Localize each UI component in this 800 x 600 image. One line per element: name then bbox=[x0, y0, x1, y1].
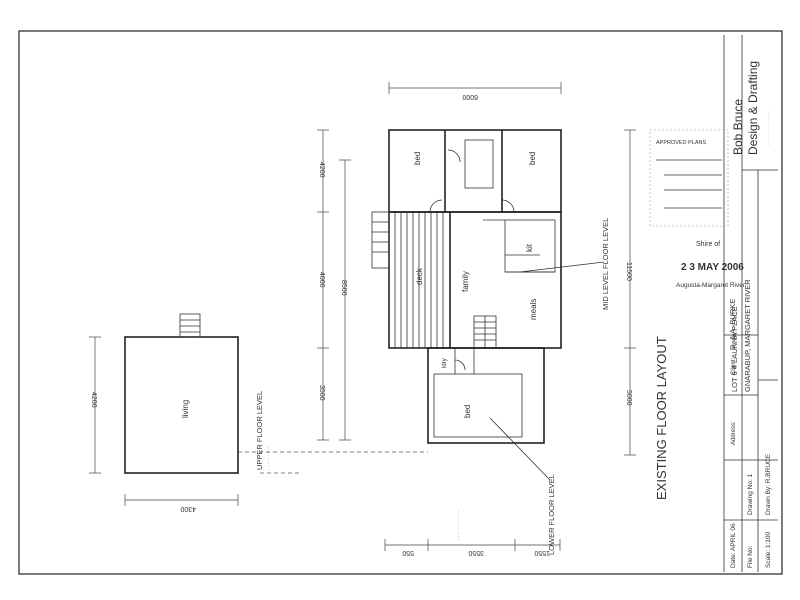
dim-right-lower: 5000 bbox=[625, 390, 632, 406]
room-bed-right: bed bbox=[528, 152, 537, 165]
room-living: living bbox=[181, 400, 190, 418]
room-deck: deck bbox=[415, 267, 424, 285]
deck-stairs bbox=[371, 211, 390, 269]
drawn-by-label: Drawn By: R.BRUCE bbox=[765, 453, 772, 515]
stamp-town: Augusta-Margaret River bbox=[676, 282, 746, 289]
level-lower: LOWER FLOOR LEVEL bbox=[547, 474, 556, 555]
dim-top-width: 6000 bbox=[462, 93, 478, 100]
lower-level-outline bbox=[427, 347, 545, 444]
scale-label: Scale: 1:100 bbox=[765, 531, 772, 568]
title-block: Bob Bruce Design & Drafting · · · · · · … bbox=[723, 35, 778, 572]
living-stairs bbox=[179, 313, 201, 338]
address-line-1: LOT 6 4 LAUNNA PLACE bbox=[730, 306, 739, 392]
level-upper: UPPER FLOOR LEVEL bbox=[255, 391, 264, 470]
level-mid: MID LEVEL FLOOR LEVEL bbox=[601, 218, 610, 310]
stamp-approved: APPROVED PLANS bbox=[656, 140, 706, 146]
room-meals: meals bbox=[529, 299, 538, 320]
stamp-date: 2 3 MAY 2006 bbox=[681, 262, 744, 273]
company-address-fine-print: · · · · · · · · · · · · · · · bbox=[766, 109, 771, 145]
living-pavilion: living UPPER FLOOR LEVEL · · · · · · · ·… bbox=[124, 313, 271, 474]
dim-living-height: 4200 bbox=[90, 392, 97, 408]
floor-plan: bed bed deck kit family meals bbox=[371, 129, 610, 555]
dim-living-width: 4300 bbox=[180, 505, 196, 512]
bedroom-wing-outline bbox=[388, 129, 562, 213]
date-label: Date: APRIL 06 bbox=[730, 523, 737, 568]
dim-left-lower: 3500 bbox=[318, 385, 325, 401]
room-bed-lower: bed bbox=[463, 405, 472, 418]
dim-left-mid: 4000 bbox=[318, 272, 325, 288]
address-line-2: GNARABUP, MARGARET RIVER bbox=[743, 279, 752, 392]
approval-stamp: APPROVED PLANS Shire of 2 3 MAY 2006 Aug… bbox=[649, 129, 746, 289]
room-bed-left: bed bbox=[413, 152, 422, 165]
room-laundry: ldry bbox=[442, 358, 448, 368]
dim-bottom-c: 1550 bbox=[534, 549, 550, 556]
company-tagline: Design & Drafting bbox=[746, 61, 760, 155]
deck-boards bbox=[394, 212, 444, 348]
upper-level-note: · · · · · · · · · bbox=[266, 447, 271, 471]
dim-bottom-a: 550 bbox=[402, 549, 414, 556]
drawing-title: EXISTING FLOOR LAYOUT bbox=[654, 336, 669, 500]
client-name: D. & A. BURKE bbox=[728, 299, 737, 350]
dimensions: 6000 11500 5000 4200 4000 3500 8500 550 … bbox=[89, 82, 636, 556]
company-name: Bob Bruce bbox=[731, 99, 745, 155]
dim-right-total: 11500 bbox=[625, 262, 632, 281]
file-no-label: File No: bbox=[747, 545, 754, 568]
dim-left-upper: 4200 bbox=[318, 162, 325, 178]
address-label: Address: bbox=[731, 421, 737, 445]
room-kit: kit bbox=[525, 243, 534, 252]
drawing-no-label: Drawing No: 1 bbox=[747, 473, 754, 515]
dim-left-total: 8500 bbox=[340, 280, 347, 296]
lower-level-note: · · · · · · · · · · · bbox=[456, 511, 461, 540]
room-family: family bbox=[461, 271, 470, 292]
client-label: Client: bbox=[731, 358, 737, 375]
sheet-border bbox=[18, 30, 783, 575]
stamp-shire: Shire of bbox=[696, 241, 720, 248]
dim-bottom-b: 3550 bbox=[468, 549, 484, 556]
